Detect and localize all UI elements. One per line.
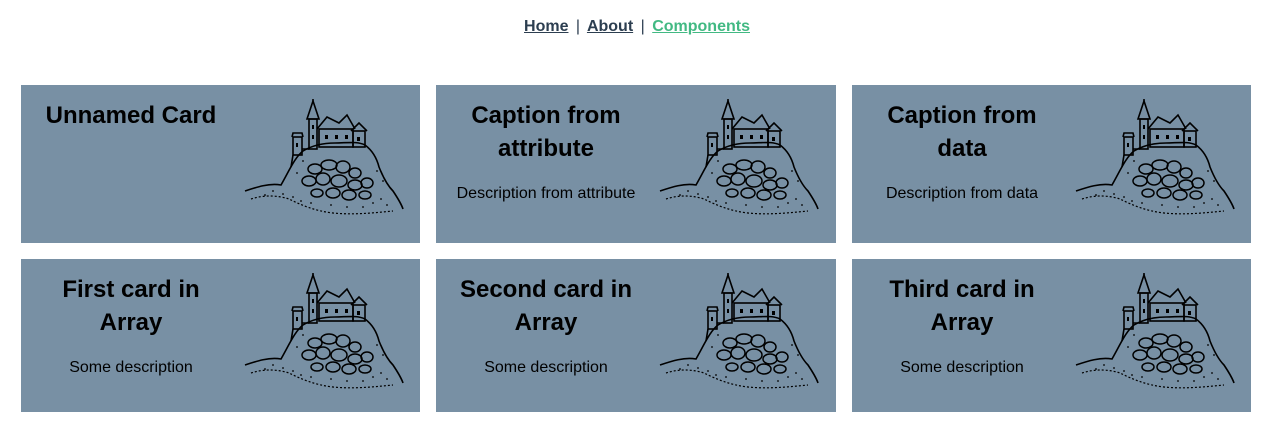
card-second-in-array: Second card in Array Some description — [436, 259, 836, 412]
card-caption: Caption from attribute — [471, 102, 621, 162]
card-text: Caption from data Description from data — [860, 99, 1064, 205]
card-text: Caption from attribute Description from … — [444, 99, 648, 205]
nav-link-components[interactable]: Components — [652, 18, 750, 35]
card-caption: Unnamed Card — [45, 102, 217, 129]
nav-separator: | — [575, 18, 581, 35]
card-description: Some description — [484, 359, 608, 376]
castle-icon — [243, 99, 407, 217]
card-caption-from-data: Caption from data Description from data — [852, 85, 1251, 243]
card-text: Second card in Array Some description — [444, 273, 648, 379]
nav-link-about[interactable]: About — [586, 18, 634, 35]
card-caption: Third card in Array — [889, 276, 1035, 336]
card-description: Description from data — [885, 185, 1039, 202]
card-description: Some description — [69, 359, 193, 376]
card-description: Some description — [900, 359, 1024, 376]
nav-separator: | — [640, 18, 645, 35]
card-text: First card in Array Some description — [29, 273, 233, 379]
card-caption: Second card in Array — [459, 276, 633, 336]
castle-icon — [658, 99, 822, 217]
card-description: Description from attribute — [456, 185, 636, 202]
card-first-in-array: First card in Array Some description — [21, 259, 420, 412]
card-unnamed: Unnamed Card — [21, 85, 420, 243]
top-nav: Home | About | Components — [0, 16, 1274, 38]
castle-icon — [243, 273, 407, 391]
card-caption: Caption from data — [887, 102, 1037, 162]
card-third-in-array: Third card in Array Some description — [852, 259, 1251, 412]
castle-icon — [1074, 273, 1238, 391]
castle-icon — [658, 273, 822, 391]
card-text: Third card in Array Some description — [860, 273, 1064, 379]
card-caption: First card in Array — [62, 276, 200, 336]
card-caption-from-attribute: Caption from attribute Description from … — [436, 85, 836, 243]
card-text: Unnamed Card — [29, 99, 233, 150]
nav-link-home[interactable]: Home — [524, 18, 569, 35]
castle-icon — [1074, 99, 1238, 217]
